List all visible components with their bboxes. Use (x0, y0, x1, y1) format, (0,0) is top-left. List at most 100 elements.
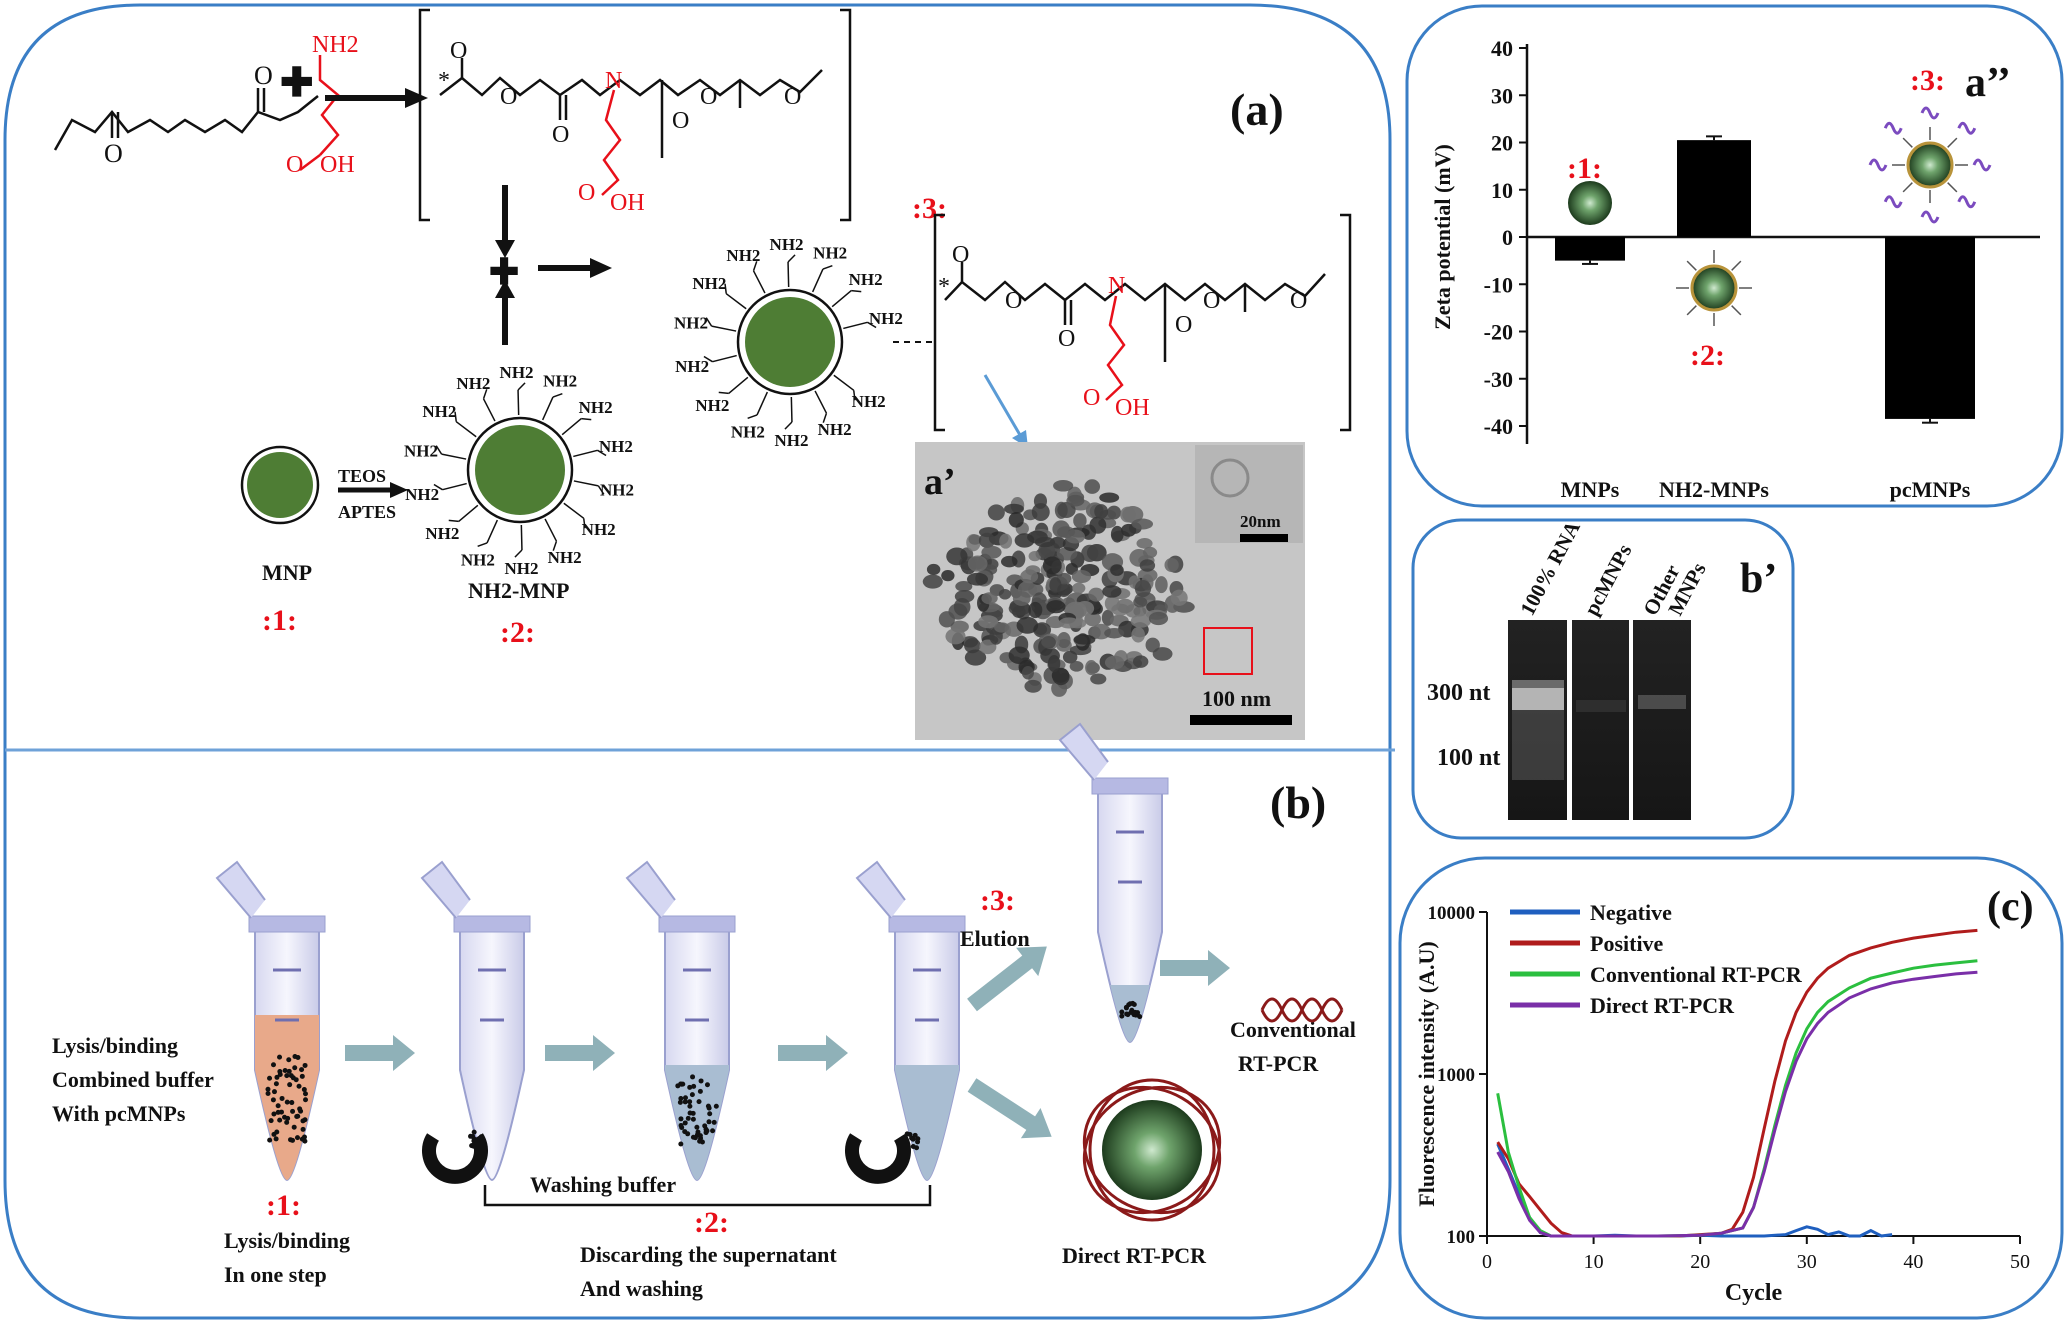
gel-marker-100: 100 nt (1437, 745, 1500, 771)
pcr-legend-label: Positive (1590, 931, 1664, 956)
gel-panel-frame (1411, 518, 1795, 840)
zeta-category-label: pcMNPs (1890, 477, 1971, 502)
zeta-tick-label: -10 (1484, 272, 1513, 297)
polymer-1-oh: OH (610, 190, 645, 216)
polymer-2-nitrogen: N (1108, 273, 1125, 299)
pcr-x-tick-label: 40 (1903, 1251, 1923, 1273)
pc-mnp-amine-label: NH2 (813, 244, 847, 263)
pc-mnp-amine-label: NH2 (849, 270, 883, 289)
polymer-2-oh: OH (1115, 395, 1150, 421)
polymer-1-red-chain (601, 89, 622, 196)
pcr-y-tick-label: 10000 (1428, 903, 1476, 924)
zeta-category-label: NH2-MNPs (1659, 477, 1769, 502)
pcr-legend-label: Conventional RT-PCR (1590, 962, 1803, 987)
direct-pcr-particle (1082, 1078, 1222, 1222)
step1-caption-1: Lysis/binding (224, 1228, 350, 1253)
panel-a-label: (a) (1230, 84, 1284, 135)
pc-mnp-amine-label: NH2 (852, 392, 886, 411)
nh2-mnp-amine-label: NH2 (543, 372, 577, 391)
pc-mnp-amine-label: NH2 (695, 396, 729, 415)
bracket-steps (483, 1185, 932, 1207)
arrow-icon-step3 (778, 1035, 848, 1071)
pc-mnp-amine-label: NH2 (731, 422, 765, 441)
mnp-particle (240, 445, 320, 525)
polymer-1-o5: O (700, 84, 717, 110)
step2-marker-a: :2: (500, 616, 535, 649)
gel-lane-pcmnps: pcMNPs (1579, 540, 1636, 619)
amino-acid-nh2: NH2 (312, 32, 359, 58)
zeta-marker-1: :1: (1567, 152, 1602, 185)
step2-caption-1: Discarding the supernatant (580, 1242, 837, 1267)
plus-sign-1: ✚ (280, 60, 314, 105)
pcr-x-tick-label: 10 (1584, 1251, 1604, 1273)
pcr-y-label: Fluorescence intensity (A.U) (1414, 941, 1439, 1206)
arrow-icon-to-conventional (1160, 950, 1230, 986)
test-tube-icon-3 (625, 860, 736, 1182)
monomer-oxygen-1: O (104, 139, 123, 168)
pc-mnp-amine-label: NH2 (774, 431, 808, 450)
lysis-text-2: Combined buffer (52, 1067, 214, 1092)
arrow-icon-to-direct (967, 1078, 1052, 1139)
tem-image (915, 442, 1305, 740)
amino-acid-red (299, 55, 340, 171)
nh2-mnp-amine-label: NH2 (422, 402, 456, 421)
zeta-tick-label: 30 (1491, 83, 1513, 108)
pcr-series-line (1496, 928, 1978, 1238)
zeta-tick-label: -40 (1484, 414, 1513, 439)
tem-scale-inset: 20nm (1240, 512, 1281, 531)
pc-mnp-particle (703, 254, 877, 430)
nh2-mnp-amine-label: NH2 (404, 442, 438, 461)
amino-acid-o: O (286, 152, 303, 178)
nh2-mnp-amine-label: NH2 (579, 398, 613, 417)
nh2-mnp-amine-label: NH2 (461, 550, 495, 569)
pc-mnp-amine-label: NH2 (818, 420, 852, 439)
test-tube-icon-4 (855, 860, 966, 1182)
pcr-y-tick-label: 1000 (1437, 1065, 1475, 1086)
gel-marker-300: 300 nt (1427, 680, 1490, 706)
tube-sequence (215, 722, 1169, 1182)
polymer-1-o3: O (552, 122, 569, 148)
nh2-mnp-amine-label: NH2 (582, 520, 616, 539)
zeta-bar (1555, 237, 1625, 261)
test-tube-icon-2 (420, 860, 531, 1182)
nh2-mnp-amine-label: NH2 (456, 374, 490, 393)
nh2-mnp-particle (433, 382, 607, 558)
tem-scale-main: 100 nm (1202, 686, 1271, 711)
zeta-particle-3 (1868, 106, 1992, 224)
pcr-series-line (1496, 970, 1978, 1238)
zeta-tick-label: 40 (1491, 36, 1513, 61)
pcr-series-line (1496, 1143, 1893, 1238)
main-panel-frame (3, 3, 1392, 1320)
panel-b-prime-label: b’ (1740, 556, 1777, 602)
step2-caption-2: And washing (580, 1276, 703, 1301)
reagent-teos: TEOS (338, 466, 386, 486)
pc-mnp-amine-label: NH2 (869, 309, 903, 328)
conventional-label-2: RT-PCR (1238, 1051, 1319, 1076)
zeta-bar (1885, 237, 1975, 419)
step1-marker-a: :1: (262, 604, 297, 637)
zeta-marker-2: :2: (1690, 339, 1725, 372)
polymer-1-o7: O (578, 180, 595, 206)
pc-mnp-amine-label: NH2 (674, 314, 708, 333)
polymer-2-star: * (938, 274, 950, 300)
zeta-tick-label: -20 (1484, 320, 1513, 345)
step2-marker-b: :2: (694, 1206, 729, 1239)
pcr-panel-frame (1398, 856, 2064, 1320)
polymer-2-o1: O (952, 242, 969, 268)
zeta-tick-label: 20 (1491, 131, 1513, 156)
magnet-icon-1 (422, 1133, 488, 1184)
lysis-text-3: With pcMNPs (52, 1101, 186, 1126)
arrow-icon-step1 (345, 1035, 415, 1071)
nh2-mnp-amine-label: NH2 (600, 480, 634, 499)
tem-pointer-arrow (983, 374, 1028, 448)
polymer-1-nitrogen: N (605, 68, 622, 94)
polymer-2-o4: O (1175, 312, 1192, 338)
polymer-structure-2 (933, 213, 1352, 432)
magnet-icon-2 (845, 1133, 911, 1184)
pcr-x-label: Cycle (1725, 1280, 1783, 1306)
arrow-icon-step2 (545, 1035, 615, 1071)
